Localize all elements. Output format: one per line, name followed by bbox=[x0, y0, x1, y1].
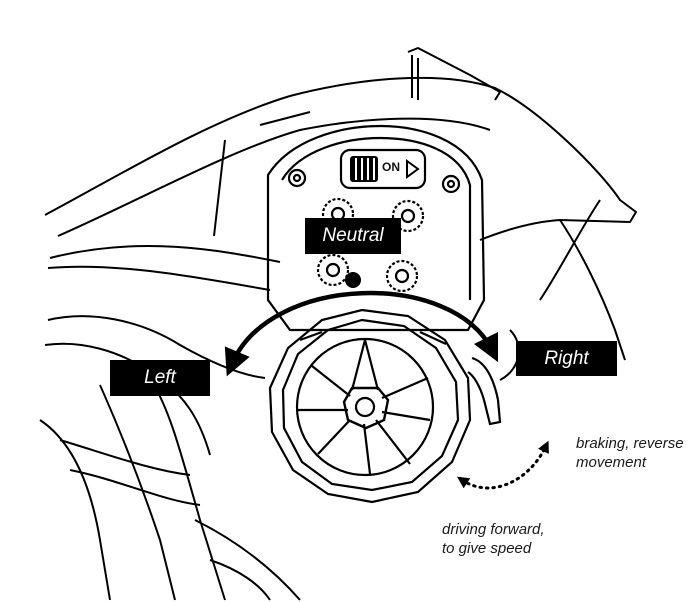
screw-top-left-icon bbox=[287, 168, 307, 188]
braking-note: braking, reverse movement bbox=[576, 434, 690, 472]
power-switch bbox=[339, 148, 427, 190]
throttle-trigger bbox=[467, 356, 502, 426]
screw-top-right-icon bbox=[441, 174, 461, 194]
steering-direction-arrow bbox=[224, 290, 499, 377]
throttle-direction-arrow bbox=[457, 440, 549, 490]
left-label: Left bbox=[110, 360, 210, 396]
neutral-label: Neutral bbox=[305, 218, 401, 254]
neutral-point-marker bbox=[345, 272, 361, 288]
braking-note-line: braking, reverse bbox=[576, 435, 684, 452]
right-label: Right bbox=[516, 341, 617, 376]
forward-note-line: driving forward, bbox=[442, 521, 545, 538]
forward-note-line: to give speed bbox=[442, 540, 532, 557]
braking-note-line: movement bbox=[576, 454, 647, 471]
forward-note: driving forward, to give speed bbox=[442, 520, 592, 558]
power-switch-label: ON bbox=[382, 160, 400, 174]
steering-wheel bbox=[268, 308, 472, 504]
